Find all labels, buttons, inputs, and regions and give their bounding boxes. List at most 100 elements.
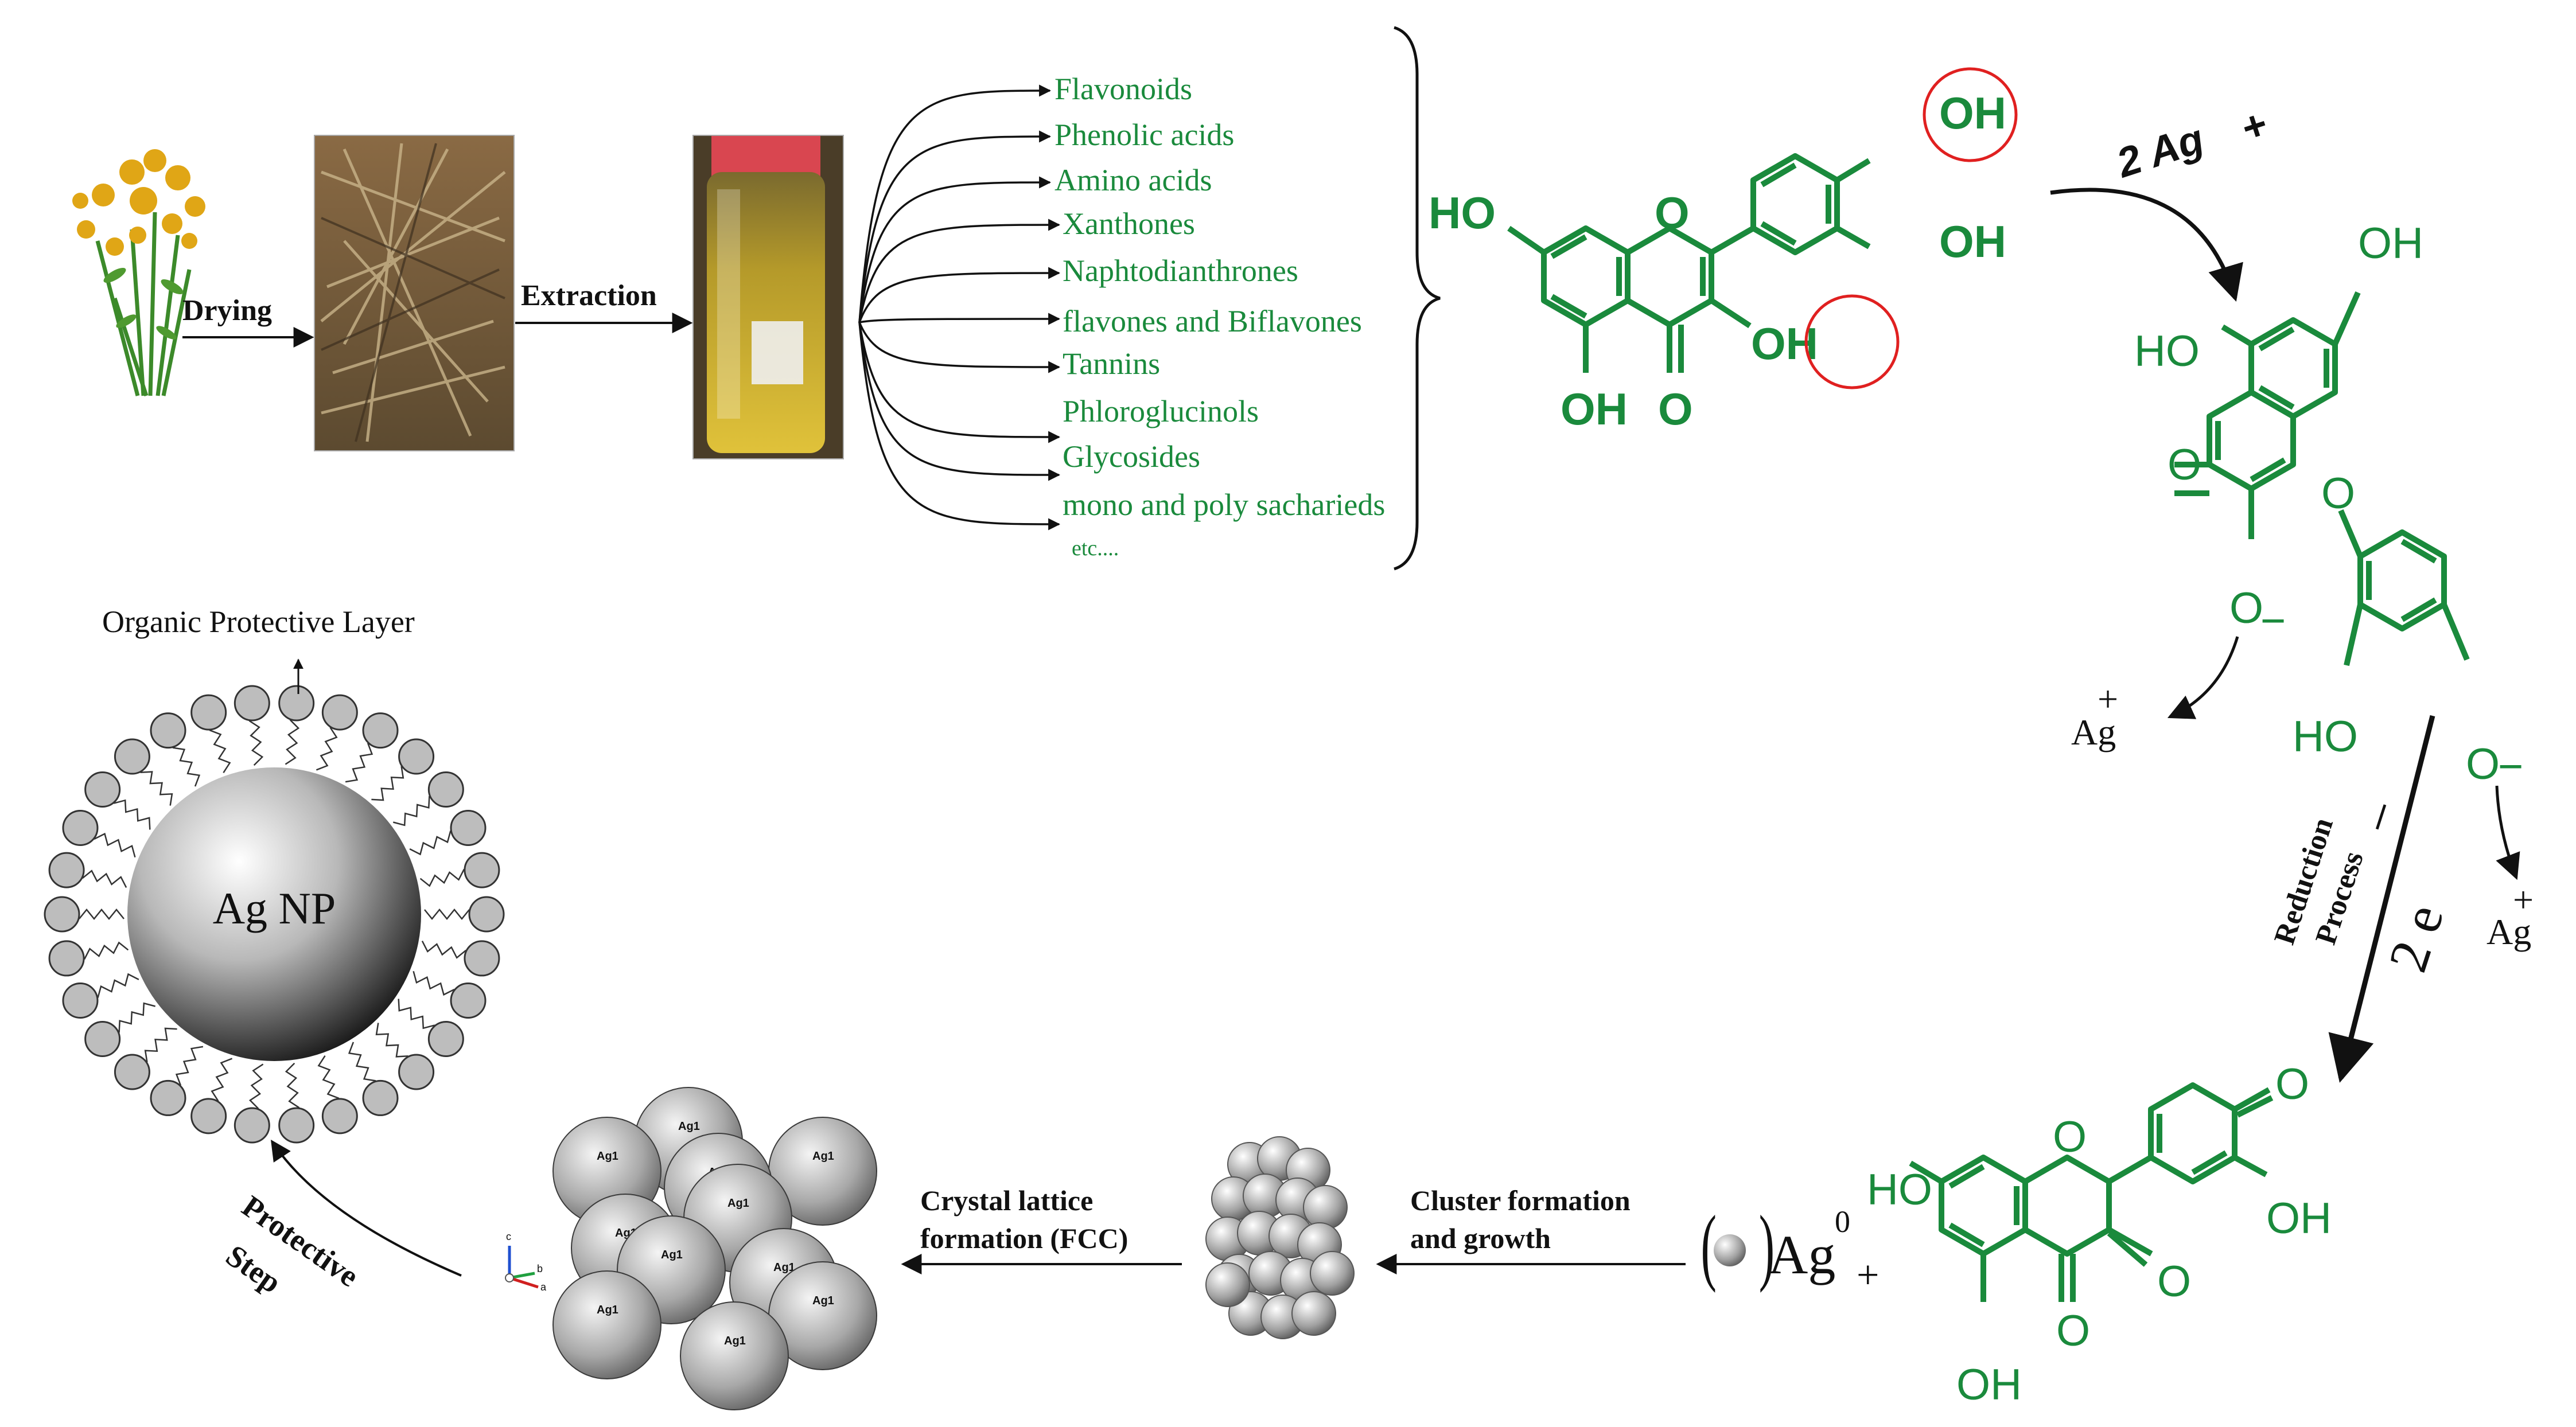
ligand-chain	[317, 1055, 340, 1100]
ho-label: HO	[2134, 327, 2200, 376]
svg-text:): )	[1759, 1198, 1775, 1293]
fan-arrow	[858, 322, 1061, 373]
ligand-chain	[82, 870, 127, 888]
svg-text:+: +	[2235, 101, 2273, 152]
ligand-chain	[424, 909, 470, 920]
ligand-head	[362, 712, 399, 749]
extract-bottle-photo	[692, 135, 844, 459]
ligand-head	[84, 771, 121, 808]
ligand-chain	[94, 832, 136, 858]
cluster-atom	[1205, 1262, 1250, 1307]
svg-text:Crystal lattice: Crystal lattice	[920, 1184, 1093, 1217]
ligand-chain	[345, 743, 373, 783]
ligand-chain	[209, 729, 231, 773]
ligand-head	[362, 1079, 399, 1116]
ring-oxygen: O	[1655, 188, 1690, 238]
silver-cluster	[1205, 1136, 1355, 1339]
electrons-label: 2 e −	[2347, 793, 2455, 979]
ligand-chain	[172, 747, 201, 787]
svg-text:2 Ag: 2 Ag	[2110, 116, 2209, 187]
svg-text:a: a	[540, 1281, 547, 1293]
list-item: Flavonoids	[1054, 72, 1192, 106]
keto-oxygen: O	[1658, 384, 1693, 434]
atom-label: Ag1	[727, 1197, 749, 1210]
atom-label: Ag1	[597, 1150, 618, 1163]
svg-text:+: +	[2513, 879, 2534, 920]
highlight-circle	[1923, 67, 2018, 162]
oh-label: OH	[1939, 88, 2006, 138]
cluster-atom	[1291, 1291, 1336, 1336]
list-item: Naphtodianthrones	[1063, 254, 1298, 288]
ligand-chain	[398, 999, 435, 1030]
quercetin-molecule: HO O OH O OH OH OH	[1429, 67, 2018, 434]
oh-label: OH	[2358, 219, 2423, 268]
layer-label: Organic Protective Layer	[102, 605, 415, 639]
cluster-atom	[1310, 1251, 1355, 1296]
fan-arrow	[858, 176, 1052, 323]
list-item: Phenolic acids	[1054, 118, 1234, 152]
list-item: mono and poly sacharieds	[1063, 488, 1385, 522]
phenolate-molecule: OH HO O O O − HO O −	[2134, 219, 2523, 880]
oh-label: OH	[1939, 216, 2006, 267]
phenolate-oxygen: O	[2229, 584, 2263, 633]
ligand-chain	[248, 1063, 264, 1109]
svg-text:formation (FCC): formation (FCC)	[920, 1222, 1128, 1254]
ligand-chain	[316, 727, 338, 771]
ligand-head	[427, 1020, 464, 1057]
svg-text:Ag: Ag	[2486, 911, 2531, 952]
atom-label: Ag1	[724, 1335, 746, 1347]
svg-text:+: +	[1857, 1253, 1879, 1297]
minus-sign: −	[2260, 596, 2286, 645]
svg-text:c: c	[506, 1231, 511, 1242]
ligand-head	[321, 1098, 358, 1134]
svg-text:(: (	[1701, 1198, 1717, 1293]
atom-label: Ag1	[678, 1120, 700, 1133]
plant-photo	[72, 149, 205, 397]
ligand-head	[398, 738, 435, 775]
atom-label: Ag1	[597, 1304, 618, 1316]
ligand-chain	[371, 766, 404, 801]
ligand-head	[62, 810, 99, 847]
nanoparticle-core	[127, 767, 421, 1061]
svg-text:Ag: Ag	[2071, 712, 2116, 753]
ligand-chain	[285, 719, 300, 765]
ligand-chain	[375, 1023, 408, 1058]
ligand-chain	[421, 941, 466, 959]
curly-brace	[1394, 26, 1441, 571]
protective-label: Protective Step	[220, 1189, 365, 1300]
ligand-head	[114, 738, 150, 775]
ligand-head	[278, 685, 315, 722]
silver-nanoparticle: Ag NP	[44, 685, 505, 1144]
keto-oxygen: O	[2157, 1257, 2191, 1306]
fan-arrow	[858, 322, 1061, 531]
ligand-chain	[118, 1002, 156, 1033]
ligand-head	[190, 1098, 227, 1134]
ligand-head	[398, 1054, 435, 1090]
ligand-chain	[348, 1042, 376, 1082]
fan-arrow	[858, 322, 1061, 481]
ligand-head	[427, 771, 464, 808]
oh-label: OH	[1956, 1360, 2022, 1409]
ligand-chain	[392, 796, 430, 826]
fan-arrow	[858, 130, 1052, 323]
list-item: Glycosides	[1063, 439, 1200, 474]
svg-text:−: −	[2347, 793, 2414, 841]
oh-label: OH	[1561, 384, 1628, 434]
dried-herb-photo	[314, 135, 515, 451]
ligand-chain	[419, 868, 465, 887]
ligand-head	[150, 712, 186, 749]
atom-label: Ag1	[661, 1249, 683, 1261]
silver-ion-label: Ag + Ag +	[2071, 679, 2534, 952]
fan-arrow	[858, 267, 1061, 323]
lattice-atom	[680, 1301, 789, 1410]
ligand-chain	[140, 771, 173, 806]
reduction-arrow	[2328, 715, 2435, 1083]
ligand-head	[464, 940, 500, 977]
ligand-chain	[79, 909, 124, 920]
ligand-head	[84, 1020, 121, 1057]
svg-text:2 e: 2 e	[2376, 897, 2455, 978]
fan-arrow	[858, 84, 1052, 323]
list-item: Phloroglucinols	[1063, 394, 1259, 428]
minus-sign: −	[2498, 742, 2523, 791]
ring-oxygen: O	[2321, 469, 2355, 518]
